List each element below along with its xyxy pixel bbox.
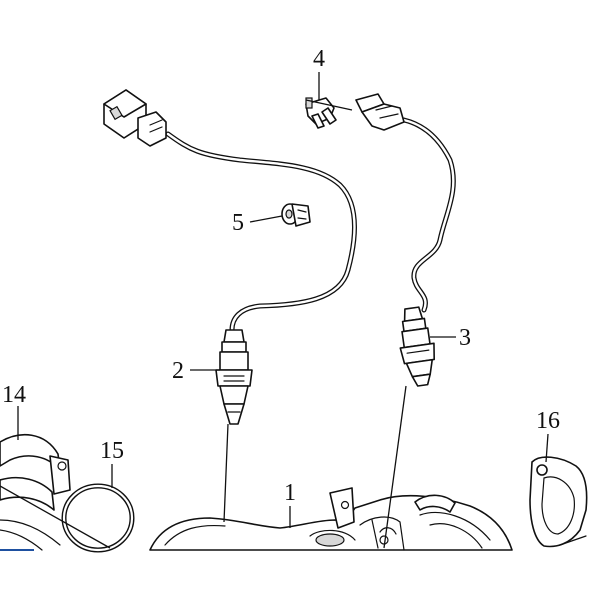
- callout-5: 5: [232, 210, 244, 236]
- oxygen-sensor-upstream[interactable]: [103, 89, 357, 425]
- leader-line-3-down: [383, 385, 407, 549]
- cable-clip[interactable]: [281, 203, 311, 227]
- connector-plug[interactable]: [103, 89, 167, 147]
- exhaust-manifold[interactable]: [149, 487, 513, 551]
- leader-lines: [0, 72, 549, 551]
- exhaust-clamp[interactable]: [0, 434, 71, 551]
- callout-4: 4: [313, 46, 325, 72]
- seal-ring[interactable]: [61, 483, 135, 553]
- callout-14: 14: [2, 382, 26, 408]
- callout-16: 16: [536, 408, 560, 434]
- callout-15: 15: [100, 438, 124, 464]
- leader-line-4b: [305, 99, 353, 111]
- flange-gasket[interactable]: [529, 456, 588, 548]
- connector-plug[interactable]: [355, 93, 405, 131]
- leader-line-14b: [0, 485, 111, 549]
- cable-clip[interactable]: [305, 97, 337, 129]
- callout-labels: 4 5 2 3 1 14 15 16: [2, 46, 560, 506]
- callout-1: 1: [284, 480, 296, 506]
- leader-line-16: [545, 433, 549, 463]
- callout-3: 3: [459, 325, 471, 351]
- leader-line-2-down: [223, 423, 229, 523]
- leader-line-5: [249, 215, 283, 223]
- callout-2: 2: [172, 358, 184, 384]
- oxygen-sensor-downstream[interactable]: [355, 93, 456, 388]
